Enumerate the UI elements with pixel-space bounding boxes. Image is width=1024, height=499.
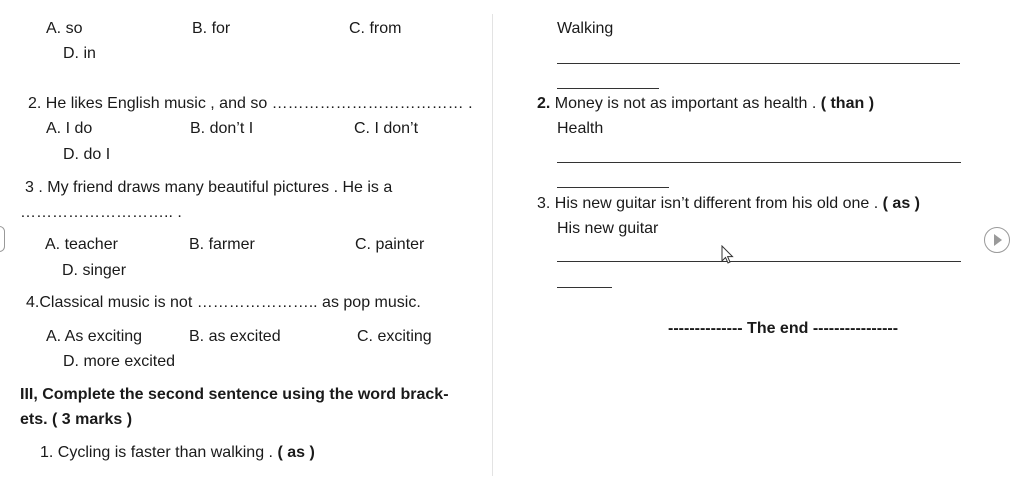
q2-question: 2. He likes English music , and so ……………… xyxy=(28,95,473,112)
q2-option-c: C. I don’t xyxy=(354,120,419,137)
s2-answer-line-end xyxy=(557,187,669,188)
s2-start-word: Health xyxy=(557,120,604,137)
q3-blank: ……………………….. . xyxy=(20,204,182,221)
s3-start-word: His new guitar xyxy=(557,220,659,237)
q4-option-a: A. As exciting xyxy=(46,328,143,345)
q3-option-c: C. painter xyxy=(355,236,425,253)
s1-keyword: ( as ) xyxy=(277,444,315,461)
q1-option-a: A. so xyxy=(46,20,83,37)
q3-option-b: B. farmer xyxy=(189,236,255,253)
s3-sentence: 3. His new guitar isn’t different from h… xyxy=(537,194,920,214)
q4-option-b: B. as excited xyxy=(189,328,281,345)
page-edge-marker xyxy=(0,226,5,252)
s1-answer-line-end xyxy=(557,88,659,89)
q4-question: 4.Classical music is not ………………….. as po… xyxy=(26,294,421,311)
play-icon[interactable] xyxy=(984,227,1010,253)
s2-keyword: ( than ) xyxy=(820,95,875,112)
q2-option-d: D. do I xyxy=(63,146,111,163)
s2-answer-line xyxy=(557,162,961,163)
q1-option-b: B. for xyxy=(192,20,231,37)
s1-sentence: 1. Cycling is faster than walking . ( as… xyxy=(40,443,315,463)
q3-question: 3 . My friend draws many beautiful pictu… xyxy=(25,179,393,196)
section-3-heading-line2: ets. ( 3 marks ) xyxy=(20,411,133,428)
q3-option-a: A. teacher xyxy=(45,236,118,253)
s3-answer-line xyxy=(557,261,961,262)
column-divider xyxy=(492,14,493,476)
s1-answer-line xyxy=(557,63,960,64)
q4-option-d: D. more excited xyxy=(63,353,176,370)
q2-option-a: A. I do xyxy=(46,120,93,137)
q1-option-d: D. in xyxy=(63,45,96,62)
q2-option-b: B. don’t I xyxy=(190,120,254,137)
the-end-footer: -------------- The end ---------------- xyxy=(668,320,899,337)
section-3-heading-line1: III, Complete the second sentence using … xyxy=(20,386,449,403)
s2-sentence: 2. Money is not as important as health .… xyxy=(537,94,874,114)
q3-option-d: D. singer xyxy=(62,262,127,279)
s2-text: Money is not as important as health . xyxy=(550,95,821,112)
mouse-cursor-icon xyxy=(721,245,734,264)
s3-answer-line-end xyxy=(557,287,612,288)
q1-option-c: C. from xyxy=(349,20,402,37)
s1-text: 1. Cycling is faster than walking . xyxy=(40,444,278,461)
s3-text: 3. His new guitar isn’t different from h… xyxy=(537,195,883,212)
s2-number: 2. xyxy=(537,95,551,112)
q4-option-c: C. exciting xyxy=(357,328,432,345)
s1-start-word: Walking xyxy=(557,20,614,37)
s3-keyword: ( as ) xyxy=(882,195,920,212)
